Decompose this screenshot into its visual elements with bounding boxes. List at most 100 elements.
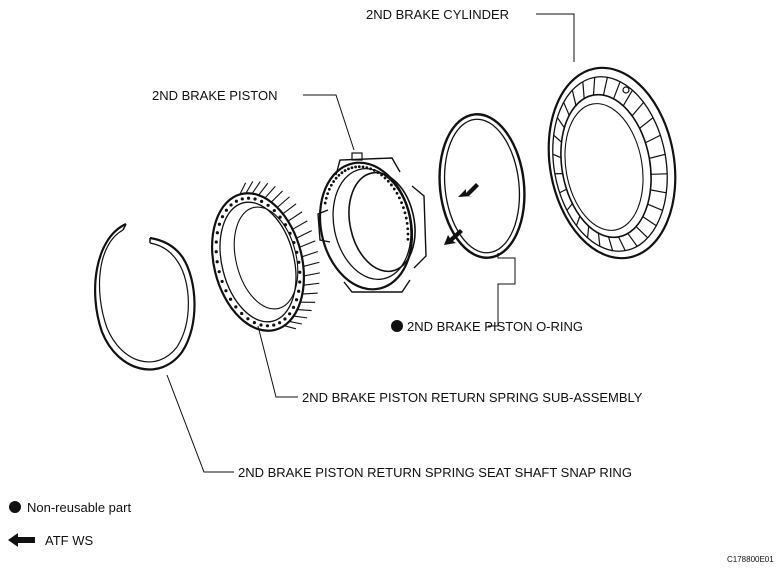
cylinder-rib [627, 233, 638, 247]
spring-coil [270, 190, 283, 203]
spring-coil [282, 203, 297, 215]
cylinder-rib [650, 189, 667, 194]
spring-hole [234, 305, 238, 309]
atf-arrow-lower-icon [444, 229, 463, 245]
snap-ring-part [94, 222, 196, 371]
cylinder-rib [563, 102, 570, 116]
non-reusable-mark-icon [391, 320, 403, 332]
piston-hole [406, 232, 410, 236]
spring-hole [288, 231, 292, 235]
piston-hole [392, 187, 396, 191]
spring-hole [292, 240, 296, 245]
brake-piston-part [317, 152, 427, 293]
leader-lines [166, 13, 575, 473]
leader-snap-ring [166, 374, 234, 473]
piston-hole [357, 165, 361, 169]
spring-hole [220, 279, 224, 284]
spring-hole [297, 289, 301, 293]
cylinder-rib [571, 89, 577, 106]
piston-hole [402, 206, 405, 210]
legend-atf: ATF WS [45, 533, 93, 548]
spring-coil [303, 272, 320, 277]
cylinder-rib [559, 188, 567, 194]
spring-coil [289, 320, 302, 325]
spring-hole [297, 260, 301, 264]
spring-hole [228, 297, 233, 301]
cylinder-rib [597, 233, 601, 247]
brake-cylinder-part [547, 66, 677, 260]
leader-brake-piston [303, 94, 355, 151]
spring-hole [283, 223, 288, 227]
spring-coil [296, 230, 312, 239]
cylinder-rib [651, 173, 668, 175]
spring-hole [259, 323, 263, 327]
spring-hole [266, 203, 270, 207]
cylinder-rib [607, 236, 614, 251]
spring-hole [224, 289, 228, 293]
spring-coil [287, 211, 303, 222]
cylinder-rib [602, 77, 608, 96]
cylinder-rib [639, 117, 654, 129]
spring-hole [214, 240, 218, 244]
piston-hole [405, 221, 409, 225]
piston-hole [389, 183, 393, 187]
cylinder-rib [586, 226, 590, 238]
piston-hole [340, 171, 344, 175]
spring-hole [215, 260, 219, 264]
cylinder-rib [553, 134, 562, 143]
spring-hole [220, 215, 225, 219]
label-snap-ring: 2ND BRAKE PISTON RETURN SPRING SEAT SHAF… [238, 465, 632, 480]
piston-hole [406, 237, 410, 241]
spring-coil [251, 181, 261, 194]
legend-arrow-icon [8, 533, 35, 547]
piston-hole [395, 191, 399, 195]
legend-non-reusable: Non-reusable part [27, 500, 131, 515]
spring-hole [295, 250, 299, 254]
piston-hole [383, 176, 387, 180]
spring-coil [245, 181, 254, 194]
spring-hole [265, 324, 270, 328]
spring-hole [246, 317, 250, 321]
piston-hole [343, 169, 347, 172]
spring-hole [217, 270, 221, 274]
cylinder-rib [649, 153, 666, 159]
piston-hole [397, 196, 401, 200]
cylinder-rib [592, 77, 596, 96]
piston-hole [334, 176, 338, 180]
spring-hole [298, 270, 302, 274]
spring-coil [303, 261, 320, 267]
figure-code: C178800E01 [727, 555, 774, 564]
piston-hole [337, 173, 341, 177]
spring-hole [253, 197, 257, 201]
piston-hole [323, 201, 327, 205]
spring-hole [272, 208, 276, 213]
piston-hole [347, 167, 350, 171]
piston-hole [332, 180, 336, 183]
piston-hole [372, 169, 376, 172]
spring-coil [284, 325, 297, 330]
spring-hole [252, 320, 256, 325]
leader-brake-cylinder [536, 13, 575, 62]
cylinder-rib [575, 215, 581, 226]
cylinder-rib [631, 101, 645, 117]
spring-coil [239, 182, 247, 195]
piston-hole [369, 167, 372, 171]
spring-hole [217, 222, 222, 226]
piston-hole [361, 165, 365, 169]
spring-hole [291, 305, 296, 309]
label-brake-cylinder: 2ND BRAKE CYLINDER [366, 7, 509, 22]
spring-coil [293, 315, 308, 319]
cylinder-rib [635, 226, 649, 239]
cylinder-rib [612, 81, 621, 100]
spring-hole [288, 312, 292, 316]
spring-hole [278, 215, 282, 219]
label-brake-piston: 2ND BRAKE PISTON [152, 88, 277, 103]
spring-hole [214, 250, 218, 254]
legend-dot-icon [9, 501, 21, 513]
spring-hole [229, 203, 233, 207]
spring-coil [302, 292, 318, 295]
spring-hole [272, 323, 276, 327]
spring-hole [240, 197, 244, 201]
spring-coil [276, 196, 290, 208]
